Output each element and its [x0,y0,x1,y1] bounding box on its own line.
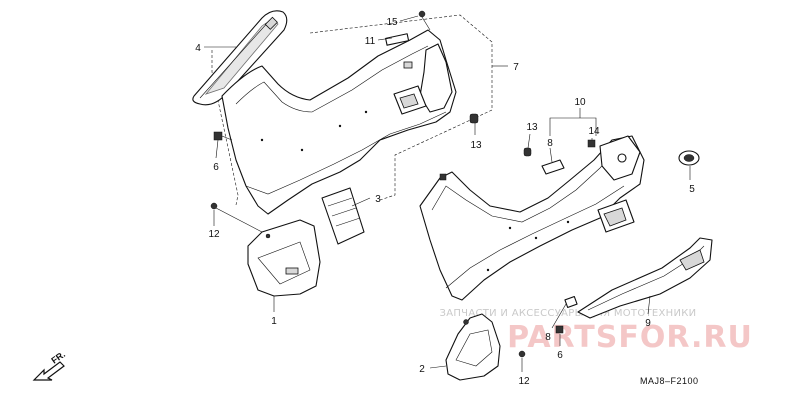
part-2-lower-center-cover[interactable] [445,313,501,381]
part-6-bolt-lower[interactable] [555,325,564,334]
part-4-trim-strip[interactable] [192,10,288,106]
part-12-screw-upper[interactable] [210,202,263,233]
part-right-inner-panel[interactable] [419,135,645,301]
assembly-outline-7 [211,14,493,206]
front-direction-indicator: FR. [32,349,67,381]
part-11-label-plate[interactable] [385,33,410,46]
callout-9: 9 [645,318,651,329]
callout-2: 2 [419,364,425,375]
callout-leaders [204,15,691,372]
watermark-logo: PARTSFOR.RU [507,320,753,355]
callout-6-upper: 6 [213,162,219,173]
callout-11: 11 [365,36,376,47]
diagram-code: MAJ8‒F2100 [640,376,699,386]
callout-15: 15 [386,17,398,28]
callout-1: 1 [271,316,277,327]
part-13-grommet-left[interactable] [469,113,479,124]
callout-12-lower: 12 [518,376,530,387]
part-8-clip-lower[interactable] [564,295,578,309]
part-8-clip-upper[interactable] [541,159,565,175]
part-1-lower-left-cover[interactable] [247,219,321,297]
part-15-screw[interactable] [418,10,431,31]
callout-6-lower: 6 [557,350,563,361]
callout-4: 4 [195,43,201,54]
callout-8-upper: 8 [547,138,553,149]
part-14-screw[interactable] [587,139,596,148]
callout-13-left: 13 [470,140,482,151]
callout-7: 7 [513,62,519,73]
part-5-grommet[interactable] [678,150,700,166]
callout-3: 3 [375,194,381,205]
part-3-plate[interactable] [321,187,365,245]
callout-12-upper: 12 [208,229,220,240]
part-7-left-inner-panel[interactable] [221,29,457,215]
part-12-screw-lower[interactable] [518,350,526,358]
part-9-lower-right-strip[interactable] [577,237,713,319]
callout-13-right: 13 [526,122,538,133]
callout-5: 5 [689,184,695,195]
callout-14: 14 [588,126,600,137]
watermark-text: ЗАПЧАСТИ И АКСЕССУАРЫ ДЛЯ МОТОТЕХНИКИ [440,308,697,319]
callout-8-lower: 8 [545,332,551,343]
part-13-grommet-right[interactable] [523,147,532,157]
front-direction-label: FR. [49,349,67,366]
callout-10: 10 [574,97,586,108]
